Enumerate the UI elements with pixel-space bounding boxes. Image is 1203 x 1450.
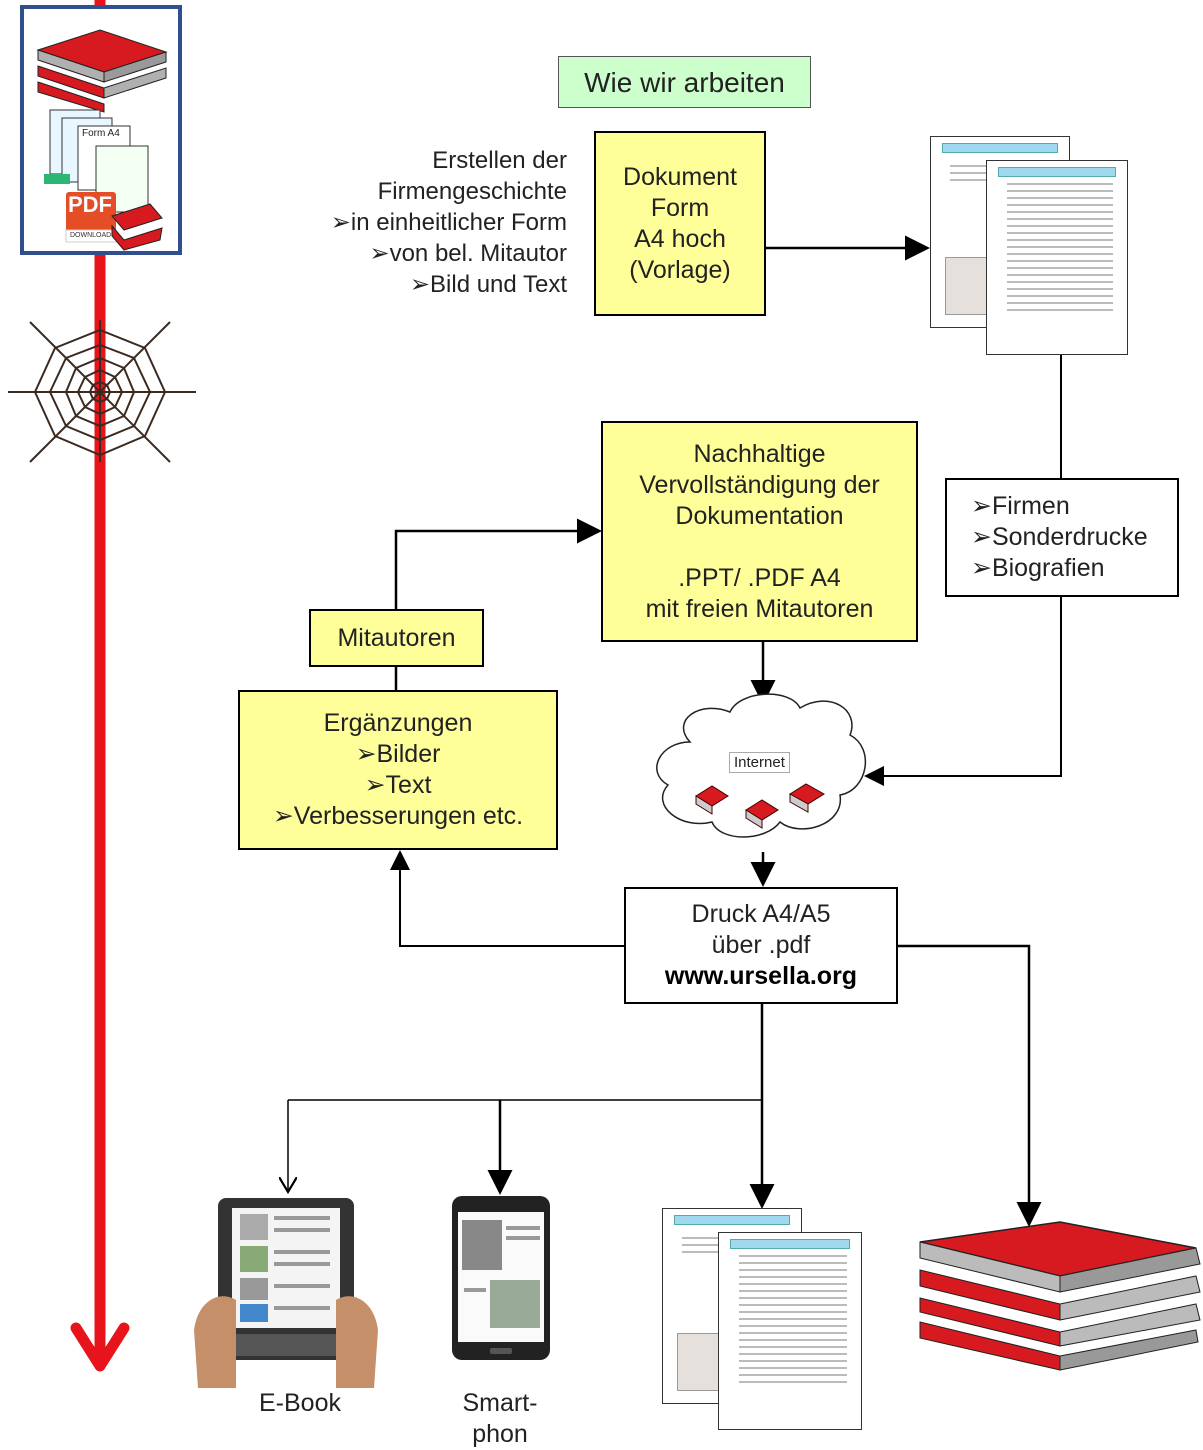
connector-mitautoren-to-nachhaltige: [394, 518, 602, 609]
smartphone-label: Smart- phon: [462, 1389, 538, 1448]
form-a4-label: Form A4: [80, 128, 122, 139]
intro-line: Erstellen der: [432, 147, 567, 174]
internet-label: Internet: [729, 752, 790, 773]
connector-categories-to-internet: [864, 597, 1062, 786]
ebook-reader-icon: [194, 1198, 378, 1388]
intro-line: ➢Bild und Text: [409, 271, 567, 298]
book-stack-icon: [919, 1221, 1201, 1371]
intro-line: Firmengeschichte: [377, 178, 567, 205]
document-page-front: [986, 160, 1128, 355]
connector-druck-to-ergaenzungen: [390, 850, 624, 947]
ebook-label: E-Book: [259, 1389, 341, 1417]
intro-line: ➢von bel. Mitautor: [369, 240, 567, 267]
druck-box: Druck A4/A5 über .pdf www.ursella.org: [624, 887, 898, 1004]
printed-page-front: [718, 1232, 862, 1430]
mitautoren-box: Mitautoren: [309, 609, 484, 667]
download-label: DOWNLOAD: [70, 232, 112, 239]
spider-web-icon: [8, 320, 196, 463]
smartphone-icon: [452, 1196, 550, 1360]
sidebar-books-illustration: [20, 5, 182, 255]
connector-druck-to-books: [898, 944, 1042, 1227]
ergaenzungen-box: Ergänzungen ➢Bilder ➢Text ➢Verbesserunge…: [238, 690, 558, 850]
diagram-title: Wie wir arbeiten: [558, 56, 811, 108]
intro-text: Erstellen der Firmengeschichte ➢in einhe…: [331, 145, 567, 300]
nachhaltige-box: Nachhaltige Vervollständigung der Dokume…: [601, 421, 918, 642]
website-link[interactable]: www.ursella.org: [664, 962, 858, 990]
pdf-icon-label: PDF: [68, 192, 112, 217]
categories-box: ➢Firmen ➢Sonderdrucke ➢Biografien: [945, 478, 1179, 597]
intro-line: ➢in einheitlicher Form: [330, 209, 567, 236]
dokument-box: Dokument Form A4 hoch (Vorlage): [594, 131, 766, 316]
